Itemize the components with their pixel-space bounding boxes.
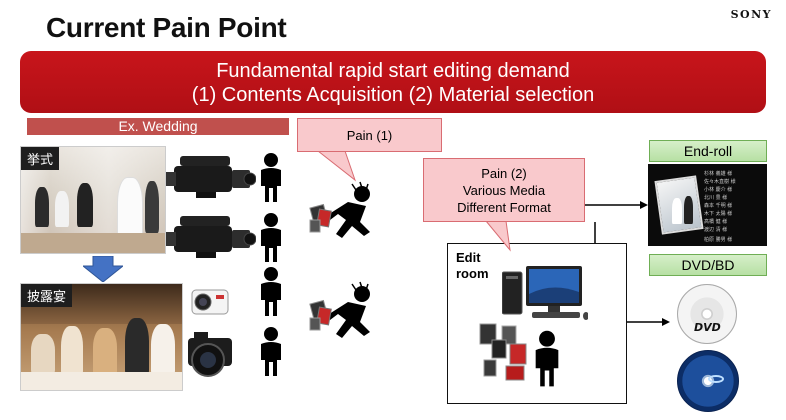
pain2-line-1: Pain (2) (481, 166, 527, 181)
pain2-callout: Pain (2) Various Media Different Format (423, 158, 585, 222)
camcorder-icon (166, 156, 256, 198)
credit-line: 高橋 健 様 (704, 219, 728, 225)
pain2-line-3: Different Format (457, 200, 551, 215)
edit-room-label: Edit room (456, 250, 489, 282)
banner-line-2: (1) Contents Acquisition (2) Material se… (191, 84, 595, 106)
person-icon (261, 267, 281, 316)
endroll-preview: 杉林 義雄 様 佐々木直樹 様 小林 慶介 様 北川 豊 様 森本 千明 様 木… (648, 164, 767, 246)
page-title: Current Pain Point (46, 12, 287, 43)
bluray-disc-icon (677, 350, 739, 412)
credit-line: 森本 千明 様 (704, 203, 733, 209)
dvd-bd-label: DVD/BD (649, 254, 767, 276)
person-icon (261, 213, 281, 262)
running-person-icon (309, 281, 370, 338)
dvd-logo-text: DVD (694, 321, 721, 334)
demand-banner: Fundamental rapid start editing demand (… (20, 51, 766, 113)
desktop-computer-icon (502, 266, 588, 320)
brand-logo: SONY (730, 8, 772, 21)
mirrorless-camera-icon (188, 332, 232, 377)
credit-line: 北川 豊 様 (704, 195, 728, 201)
camcorder-icon (166, 216, 256, 258)
edit-room-label-line-1: Edit (456, 250, 481, 265)
credit-line: 佐々木直樹 様 (704, 179, 736, 185)
credit-line: 柏原 勝男 様 (704, 237, 733, 243)
running-person-icon (309, 181, 370, 238)
dvd-disc-icon: DVD (677, 284, 737, 344)
credit-line: 小林 慶介 様 (704, 187, 733, 193)
person-icon (261, 153, 281, 202)
edit-room-label-line-2: room (456, 266, 489, 281)
reception-photo: 披露宴 (20, 283, 183, 391)
reception-label: 披露宴 (21, 284, 73, 307)
example-label: Ex. Wedding (27, 118, 289, 135)
credit-line: 木下 太陽 様 (704, 211, 733, 217)
pain2-line-2: Various Media (462, 183, 546, 198)
ceremony-photo: 挙式 (20, 146, 166, 254)
action-camera-icon (191, 289, 229, 315)
endroll-label: End-roll (649, 140, 767, 162)
down-arrow-icon (83, 256, 123, 282)
credit-line: 渡辺 清 様 (704, 227, 728, 233)
ceremony-label: 挙式 (21, 147, 60, 170)
edit-room: Edit room (447, 243, 627, 404)
person-icon (261, 327, 281, 376)
credit-line: 杉林 義雄 様 (704, 171, 733, 177)
person-icon (535, 330, 559, 387)
memory-card-icon (479, 323, 527, 381)
pain1-callout: Pain (1) (297, 118, 442, 152)
banner-line-1: Fundamental rapid start editing demand (216, 60, 570, 82)
